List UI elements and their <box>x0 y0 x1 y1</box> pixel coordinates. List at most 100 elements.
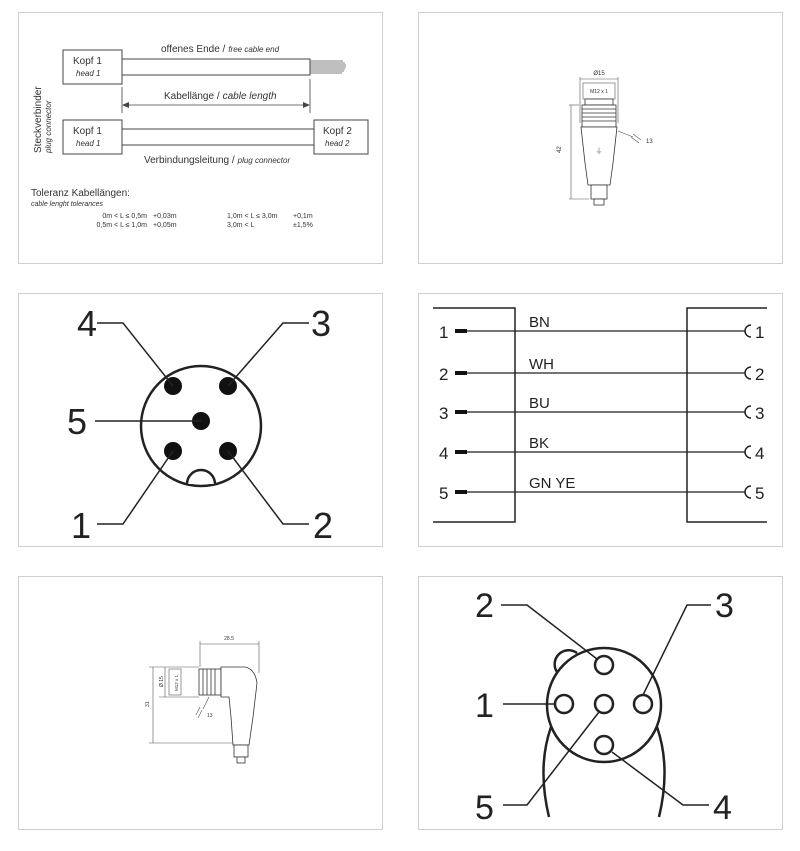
wiring-diagram: 1 BN 1 2 WH 2 3 BU 3 4 BK <box>433 307 767 523</box>
dim-arrow-right <box>303 102 310 108</box>
wire-color: BU <box>529 395 550 412</box>
connection-en: plug connector <box>237 156 291 165</box>
connector-body <box>580 126 618 186</box>
cable-stub <box>590 184 608 200</box>
connector-thread <box>198 668 222 696</box>
straight-connector-panel: Ø15 M12 x 1 ⏚ 42 13 <box>418 12 783 264</box>
wire-row: 5 GN YE 5 <box>439 475 764 503</box>
thread-label: M12 x 1 <box>590 89 608 95</box>
tolerance-title: Toleranz Kabellängen: <box>31 188 130 199</box>
straight-connector-drawing: Ø15 M12 x 1 ⏚ 42 13 <box>557 71 653 206</box>
connection-label: Verbindungsleitung /plug connector <box>144 155 290 166</box>
connector-thread <box>581 104 617 128</box>
angled-connector-panel: 28.5 31 Ø 15 M12 x 1 13 <box>18 576 383 830</box>
female-pinout-diagram: 2 3 1 5 4 <box>475 587 734 827</box>
wire-row: 2 WH 2 <box>439 356 764 384</box>
left-pin-number: 3 <box>439 404 448 423</box>
angled-connector-drawing: 28.5 31 Ø 15 M12 x 1 13 <box>145 636 260 764</box>
socket-contact-icon <box>744 485 752 499</box>
right-pin-number: 3 <box>755 404 764 423</box>
cable-lines <box>542 726 666 818</box>
pin-label-5: 5 <box>67 401 87 442</box>
free-end-de: offenes Ende / <box>161 44 226 55</box>
length-label: Kabellänge /cable length <box>164 91 277 102</box>
socket-contact-icon <box>744 405 752 419</box>
pin-4 <box>593 734 615 756</box>
leader-lines <box>95 322 309 525</box>
connector-body <box>220 666 258 746</box>
length-label: 42 <box>557 146 563 153</box>
right-pin-number: 4 <box>755 444 764 463</box>
pin-label-2: 2 <box>313 505 333 546</box>
tolerance-range: 0m < L ≤ 0,5m <box>102 213 147 220</box>
thread-label: M12 x 1 <box>174 674 179 691</box>
wire-color: BK <box>529 435 549 452</box>
male-pinout-panel: 4 3 5 1 2 <box>18 293 383 547</box>
tolerance-range: 1,0m < L ≤ 3,0m <box>227 213 278 220</box>
free-cable <box>121 58 311 76</box>
pin-label-3: 3 <box>311 303 331 344</box>
left-pin-terminal <box>455 450 467 454</box>
head1-box-bottom <box>62 119 123 155</box>
pin-5 <box>593 693 615 715</box>
right-pin-number: 1 <box>755 323 764 342</box>
head2-box <box>313 119 369 155</box>
wire-color: BN <box>529 314 550 331</box>
head1-box-top <box>62 49 123 85</box>
left-pin-terminal <box>455 371 467 375</box>
left-pin-number: 4 <box>439 444 448 463</box>
head1-label-top: Kopf 1 <box>73 56 102 67</box>
connection-de: Verbindungsleitung / <box>144 155 235 166</box>
left-pin-number: 5 <box>439 484 448 503</box>
connection-cable <box>121 128 315 146</box>
female-pinout-panel: 2 3 1 5 4 <box>418 576 783 830</box>
wire-row: 1 BN 1 <box>439 314 764 342</box>
free-end-label: offenes Ende /free cable end <box>161 44 280 55</box>
cable-length-panel: Steckverbinder plug connector Kopf 1 hea… <box>18 12 383 264</box>
pin-label-5: 5 <box>475 789 494 827</box>
head2-label: Kopf 2 <box>323 126 352 137</box>
pin-1 <box>553 693 575 715</box>
thread-label-box <box>168 668 182 696</box>
right-pin-number: 2 <box>755 365 764 384</box>
dim-arrow-left <box>122 102 129 108</box>
pin-label-4: 4 <box>713 789 732 827</box>
wrench-icon <box>617 130 642 144</box>
tolerance-range: 3,0m < L <box>227 222 255 229</box>
left-connector-outline <box>433 307 516 523</box>
left-pin-terminal <box>455 329 467 333</box>
diameter-label: Ø15 <box>593 71 605 77</box>
cable-end <box>593 198 605 206</box>
head1-en-bottom: head 1 <box>76 139 100 148</box>
free-end-en: free cable end <box>228 45 279 54</box>
coding-key <box>185 468 217 485</box>
right-pin-number: 5 <box>755 484 764 503</box>
pin-2 <box>593 654 615 676</box>
pin-label-1: 1 <box>475 687 494 725</box>
wiring-panel: 1 BN 1 2 WH 2 3 BU 3 4 BK <box>418 293 783 547</box>
left-pin-terminal <box>455 410 467 414</box>
leader-lines <box>501 604 711 806</box>
head1-label-bottom: Kopf 1 <box>73 126 102 137</box>
length-label: 31 <box>145 701 151 707</box>
tolerance-value: +0,03m <box>153 213 177 220</box>
tolerance-value: +0,05m <box>153 222 177 229</box>
pin-3 <box>632 693 654 715</box>
wire-row: 3 BU 3 <box>439 395 764 423</box>
wrench-size-label: 13 <box>207 713 213 719</box>
head1-en-top: head 1 <box>76 69 100 78</box>
left-pin-number: 1 <box>439 323 448 342</box>
pin-label-4: 4 <box>77 303 97 344</box>
cable-strands <box>310 60 346 74</box>
tolerance-range: 0,5m < L ≤ 1,0m <box>97 222 148 229</box>
length-en: cable length <box>223 91 277 102</box>
width-label: 28.5 <box>224 636 234 642</box>
tolerance-value: +0,1m <box>293 213 313 220</box>
cable-stub <box>233 744 249 758</box>
length-de: Kabellänge / <box>164 91 220 102</box>
left-pin-number: 2 <box>439 365 448 384</box>
wrench-size-label: 13 <box>646 139 653 145</box>
male-pinout-diagram: 4 3 5 1 2 <box>67 303 333 546</box>
pin-label-2: 2 <box>475 587 494 625</box>
wire-row: 4 BK 4 <box>439 435 764 463</box>
